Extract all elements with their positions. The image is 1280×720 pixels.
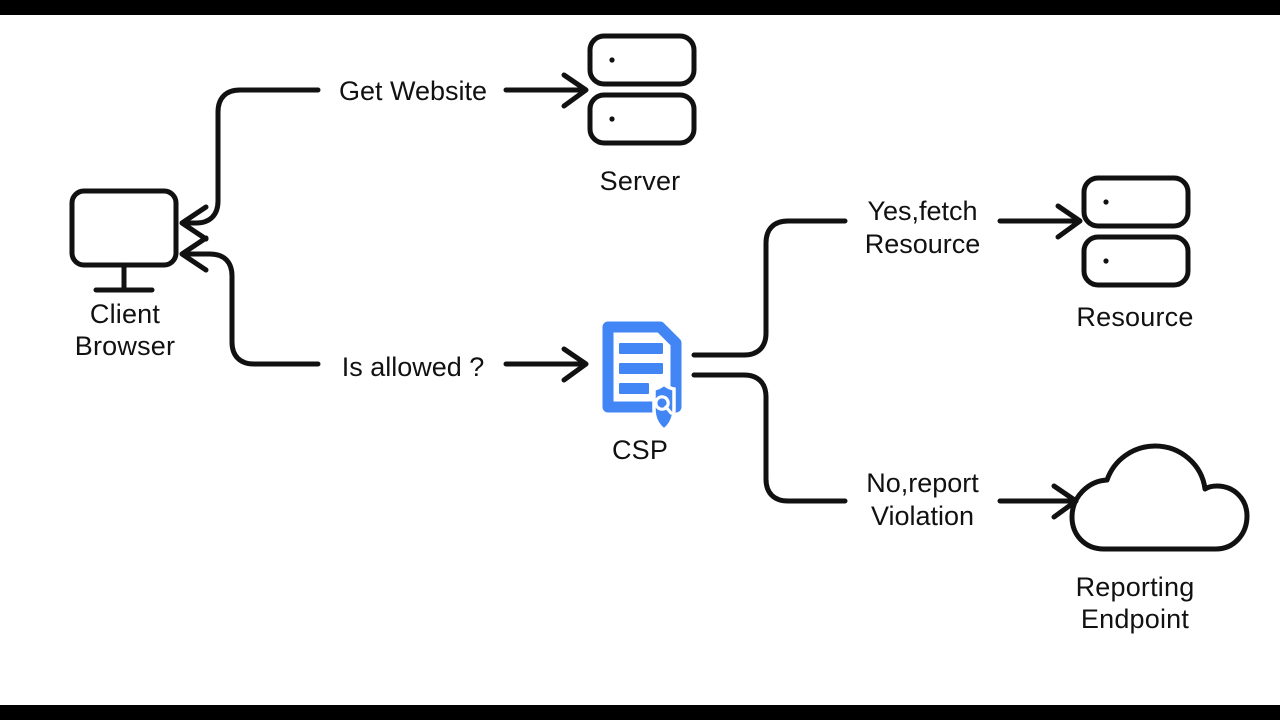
edge-label-get-website: Get Website [338, 76, 488, 106]
diagram-white-canvas: Client Browser Server CSP Resource Repor… [0, 15, 1280, 705]
monitor-icon [69, 188, 179, 293]
node-label-csp: CSP [611, 435, 669, 465]
edge-is-allowed-connector [179, 235, 321, 367]
node-label-reporting-endpoint: Reporting Endpoint [1075, 572, 1195, 634]
edge-no-report-connector [691, 372, 848, 504]
node-label-server: Server [599, 166, 681, 196]
cloud-icon [1069, 443, 1250, 552]
edge-get-website-connector [179, 87, 321, 242]
edge-label-is-allowed: Is allowed ? [341, 352, 485, 382]
document-shield-search-icon [602, 321, 682, 433]
diagram-vector-layer [69, 33, 1250, 552]
edge-get-website-arrow [503, 72, 589, 109]
edge-no-report-arrow [997, 483, 1079, 520]
letterbox-bar-bottom [0, 705, 1280, 720]
edge-label-yes-fetch-resource: Yes,fetch Resource [864, 196, 981, 259]
letterbox-bar-top [0, 0, 1280, 15]
node-label-client-browser: Client Browser [74, 299, 176, 361]
edge-label-no-report-violation: No,report Violation [866, 468, 979, 531]
edge-is-allowed-arrow [503, 346, 589, 383]
node-label-resource: Resource [1076, 302, 1194, 332]
server-stack-icon [587, 33, 697, 146]
resource-server-stack-icon [1081, 175, 1191, 288]
edge-yes-fetch-connector [691, 218, 848, 358]
edge-yes-fetch-arrow [997, 203, 1083, 240]
